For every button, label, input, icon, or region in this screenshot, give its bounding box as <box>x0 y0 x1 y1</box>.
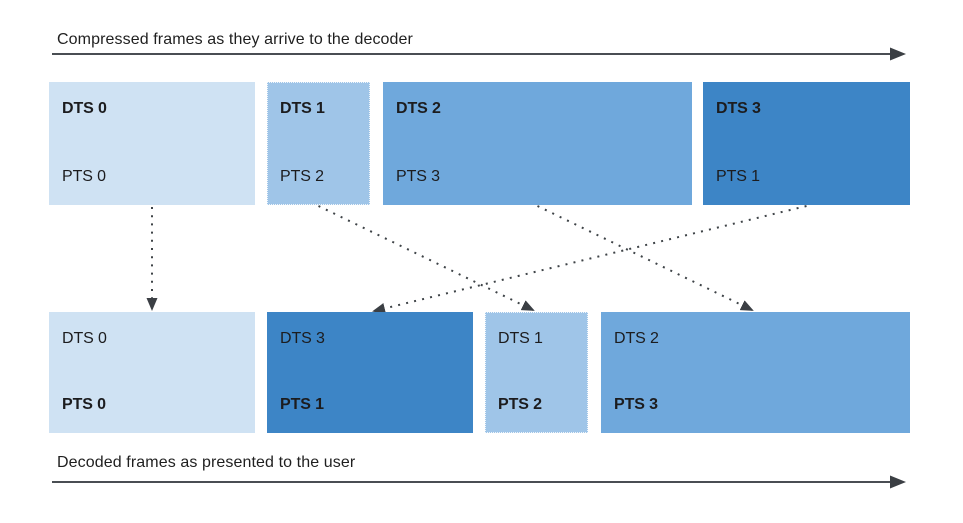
dts-label: DTS 2 <box>614 330 659 347</box>
reorder-arrow-dts1-to-pts2 <box>318 205 535 311</box>
dts-label: DTS 3 <box>280 330 325 347</box>
compressed-frame-dts2: DTS 2 PTS 3 <box>383 82 692 205</box>
decoded-frame-pts2: DTS 1 PTS 2 <box>485 312 588 433</box>
pts-label: PTS 2 <box>498 396 542 413</box>
decoded-frame-pts1: DTS 3 PTS 1 <box>267 312 473 433</box>
reorder-arrow-dts2-to-pts3 <box>537 205 754 311</box>
decoded-frame-pts3: DTS 2 PTS 3 <box>601 312 910 433</box>
pts-label: PTS 1 <box>280 396 324 413</box>
reorder-arrow-dts3-to-pts1 <box>372 205 807 314</box>
pts-label: PTS 3 <box>614 396 658 413</box>
decoded-frame-pts0: DTS 0 PTS 0 <box>49 312 255 433</box>
pts-label: PTS 2 <box>280 168 324 185</box>
dts-label: DTS 1 <box>280 100 325 117</box>
pts-label: PTS 0 <box>62 168 106 185</box>
compressed-frames-axis-label: Compressed frames as they arrive to the … <box>57 31 413 48</box>
pts-label: PTS 1 <box>716 168 760 185</box>
dts-label: DTS 2 <box>396 100 441 117</box>
dts-label: DTS 3 <box>716 100 761 117</box>
pts-label: PTS 3 <box>396 168 440 185</box>
compressed-frame-dts1: DTS 1 PTS 2 <box>267 82 370 205</box>
pts-label: PTS 0 <box>62 396 106 413</box>
decoded-frames-axis-label: Decoded frames as presented to the user <box>57 454 356 471</box>
compressed-frame-dts3: DTS 3 PTS 1 <box>703 82 910 205</box>
dts-label: DTS 0 <box>62 100 107 117</box>
dts-label: DTS 0 <box>62 330 107 347</box>
dts-label: DTS 1 <box>498 330 543 347</box>
compressed-frame-dts0: DTS 0 PTS 0 <box>49 82 255 205</box>
